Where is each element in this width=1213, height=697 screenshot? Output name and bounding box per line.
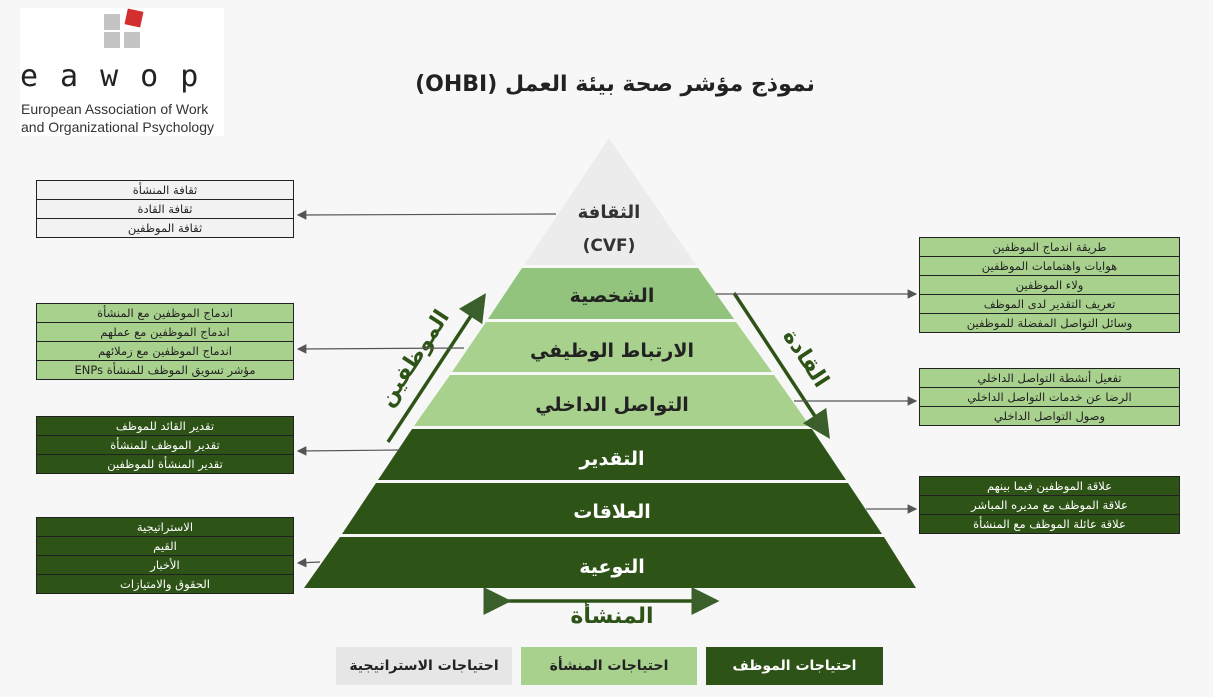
eawop-logo: eawop European Association of Work and O… xyxy=(20,8,224,136)
pyramid-level-communication xyxy=(414,375,810,426)
level-label-culture: الثقافة xyxy=(578,202,641,223)
pyramid-level-personality xyxy=(488,268,734,319)
level-label-relations: العلاقات xyxy=(573,501,650,523)
level-sublabel-culture: (CVF) xyxy=(583,236,636,256)
list-item: طريقة اندماج الموظفين xyxy=(919,237,1180,256)
level-label-engagement: الارتباط الوظيفي xyxy=(530,340,694,362)
connector-awareness xyxy=(296,557,321,568)
list-item: الرضا عن خدمات التواصل الداخلي xyxy=(919,387,1180,406)
communication-box: تفعيل أنشطة التواصل الداخلي الرضا عن خدم… xyxy=(919,368,1180,426)
pyramid-level-relations xyxy=(342,483,882,534)
pyramid-level-engagement xyxy=(452,322,772,372)
list-item: وسائل التواصل المفضلة للموظفين xyxy=(919,313,1180,333)
logo-line-1: European Association of Work xyxy=(21,101,209,117)
logo-square xyxy=(104,14,120,30)
list-item: علاقة الموظفين فيما بينهم xyxy=(919,476,1180,495)
list-item: الحقوق والامتيازات xyxy=(36,574,294,594)
list-item: اندماج الموظفين مع المنشأة xyxy=(36,303,294,322)
list-item: تفعيل أنشطة التواصل الداخلي xyxy=(919,368,1180,387)
logo-square xyxy=(104,32,120,48)
list-item: تعريف التقدير لدى الموظف xyxy=(919,294,1180,313)
engagement-box: اندماج الموظفين مع المنشأة اندماج الموظف… xyxy=(36,303,294,380)
connector-engagement xyxy=(296,344,465,354)
list-item: علاقة الموظف مع مديره المباشر xyxy=(919,495,1180,514)
list-item: الأخبار xyxy=(36,555,294,574)
level-label-communication: التواصل الداخلي xyxy=(535,394,689,416)
level-label-personality: الشخصية xyxy=(570,285,655,307)
connector-culture xyxy=(296,210,557,220)
leaders-side-label: القادة xyxy=(777,325,833,392)
level-label-awareness: التوعية xyxy=(579,556,645,578)
relations-box: علاقة الموظفين فيما بينهم علاقة الموظف م… xyxy=(919,476,1180,534)
pyramid-level-culture xyxy=(524,138,696,265)
personality-box: طريقة اندماج الموظفين هوايات واهتمامات ا… xyxy=(919,237,1180,333)
list-item: علاقة عائلة الموظف مع المنشأة xyxy=(919,514,1180,534)
logo-line-2: and Organizational Psychology xyxy=(21,119,215,135)
level-label-recognition: التقدير xyxy=(578,448,644,470)
list-item: هوايات واهتمامات الموظفين xyxy=(919,256,1180,275)
logo-square xyxy=(124,32,140,48)
list-item: ولاء الموظفين xyxy=(919,275,1180,294)
pyramid-level-recognition xyxy=(378,429,846,480)
organization-bottom-label: المنشأة xyxy=(570,600,653,629)
list-item: ثقافة المنشأة xyxy=(36,180,294,199)
list-item: تقدير الموظف للمنشأة xyxy=(36,435,294,454)
leaders-arrow xyxy=(732,292,830,439)
employees-arrow xyxy=(386,293,486,443)
list-item: اندماج الموظفين مع عملهم xyxy=(36,322,294,341)
list-item: اندماج الموظفين مع زملائهم xyxy=(36,341,294,360)
connector-recognition xyxy=(296,446,401,456)
list-item: وصول التواصل الداخلي xyxy=(919,406,1180,426)
logo-wordmark: eawop xyxy=(20,59,221,94)
legend-organization-needs: احتياجات المنشأة xyxy=(521,647,697,685)
pyramid-level-awareness xyxy=(304,537,916,588)
legend-employee-needs: احتياجات الموظف xyxy=(706,647,883,685)
list-item: ثقافة الموظفين xyxy=(36,218,294,238)
culture-box: ثقافة المنشأة ثقافة القادة ثقافة الموظفي… xyxy=(36,180,294,238)
page-title: نموذج مؤشر صحة بيئة العمل (OHBI) xyxy=(415,72,815,97)
list-item: القيم xyxy=(36,536,294,555)
list-item: الاستراتيجية xyxy=(36,517,294,536)
awareness-box: الاستراتيجية القيم الأخبار الحقوق والامت… xyxy=(36,517,294,594)
legend-strategic-needs: احتياجات الاستراتيجية xyxy=(336,647,512,685)
list-item: مؤشر تسويق الموظف للمنشأة ENPs xyxy=(36,360,294,380)
list-item: تقدير المنشأة للموظفين xyxy=(36,454,294,474)
list-item: تقدير القائد للموظف xyxy=(36,416,294,435)
list-item: ثقافة القادة xyxy=(36,199,294,218)
recognition-box: تقدير القائد للموظف تقدير الموظف للمنشأة… xyxy=(36,416,294,474)
